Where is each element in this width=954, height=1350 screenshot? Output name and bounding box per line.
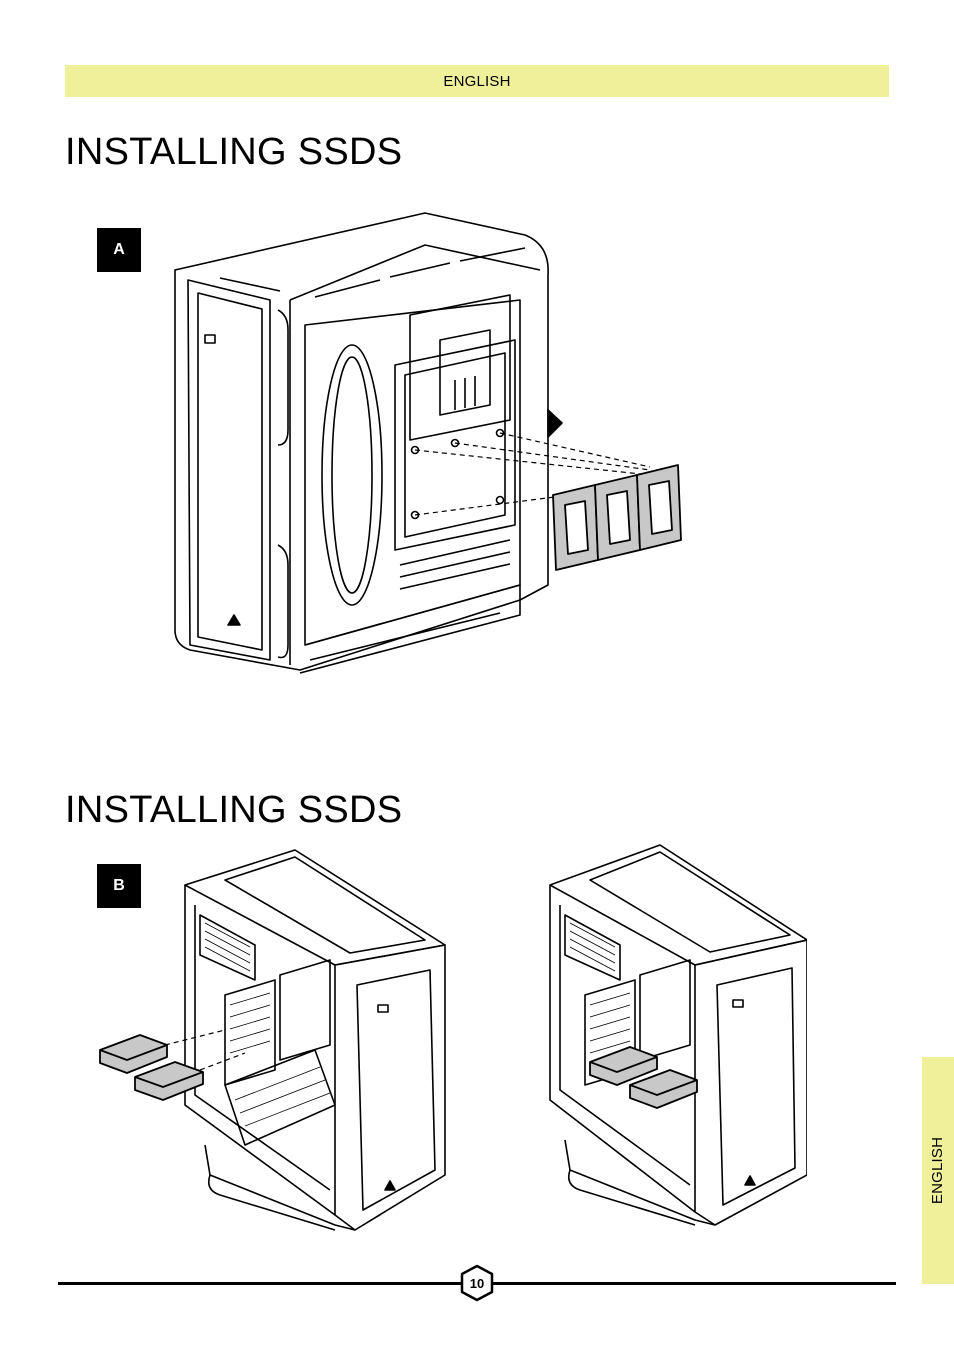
case-ssd-insert-illustration	[95, 845, 450, 1235]
language-side-tab-label: ENGLISH	[930, 1137, 947, 1204]
section-b-title: INSTALLING SSDS	[65, 791, 402, 829]
step-a-label: A	[97, 228, 141, 272]
page-number: 10	[459, 1264, 495, 1302]
section-a-title: INSTALLING SSDS	[65, 133, 402, 171]
page-number-badge: 10	[459, 1264, 495, 1302]
case-ssd-installed-illustration	[545, 840, 807, 1230]
language-banner: ENGLISH	[65, 65, 889, 97]
installed-ssd-group	[590, 1047, 697, 1108]
ssd-bracket-group	[553, 465, 681, 570]
language-banner-label: ENGLISH	[443, 73, 510, 90]
language-side-tab: ENGLISH	[922, 1057, 954, 1284]
ssd-drive-group	[100, 1035, 203, 1100]
case-side-view-illustration	[170, 205, 690, 680]
